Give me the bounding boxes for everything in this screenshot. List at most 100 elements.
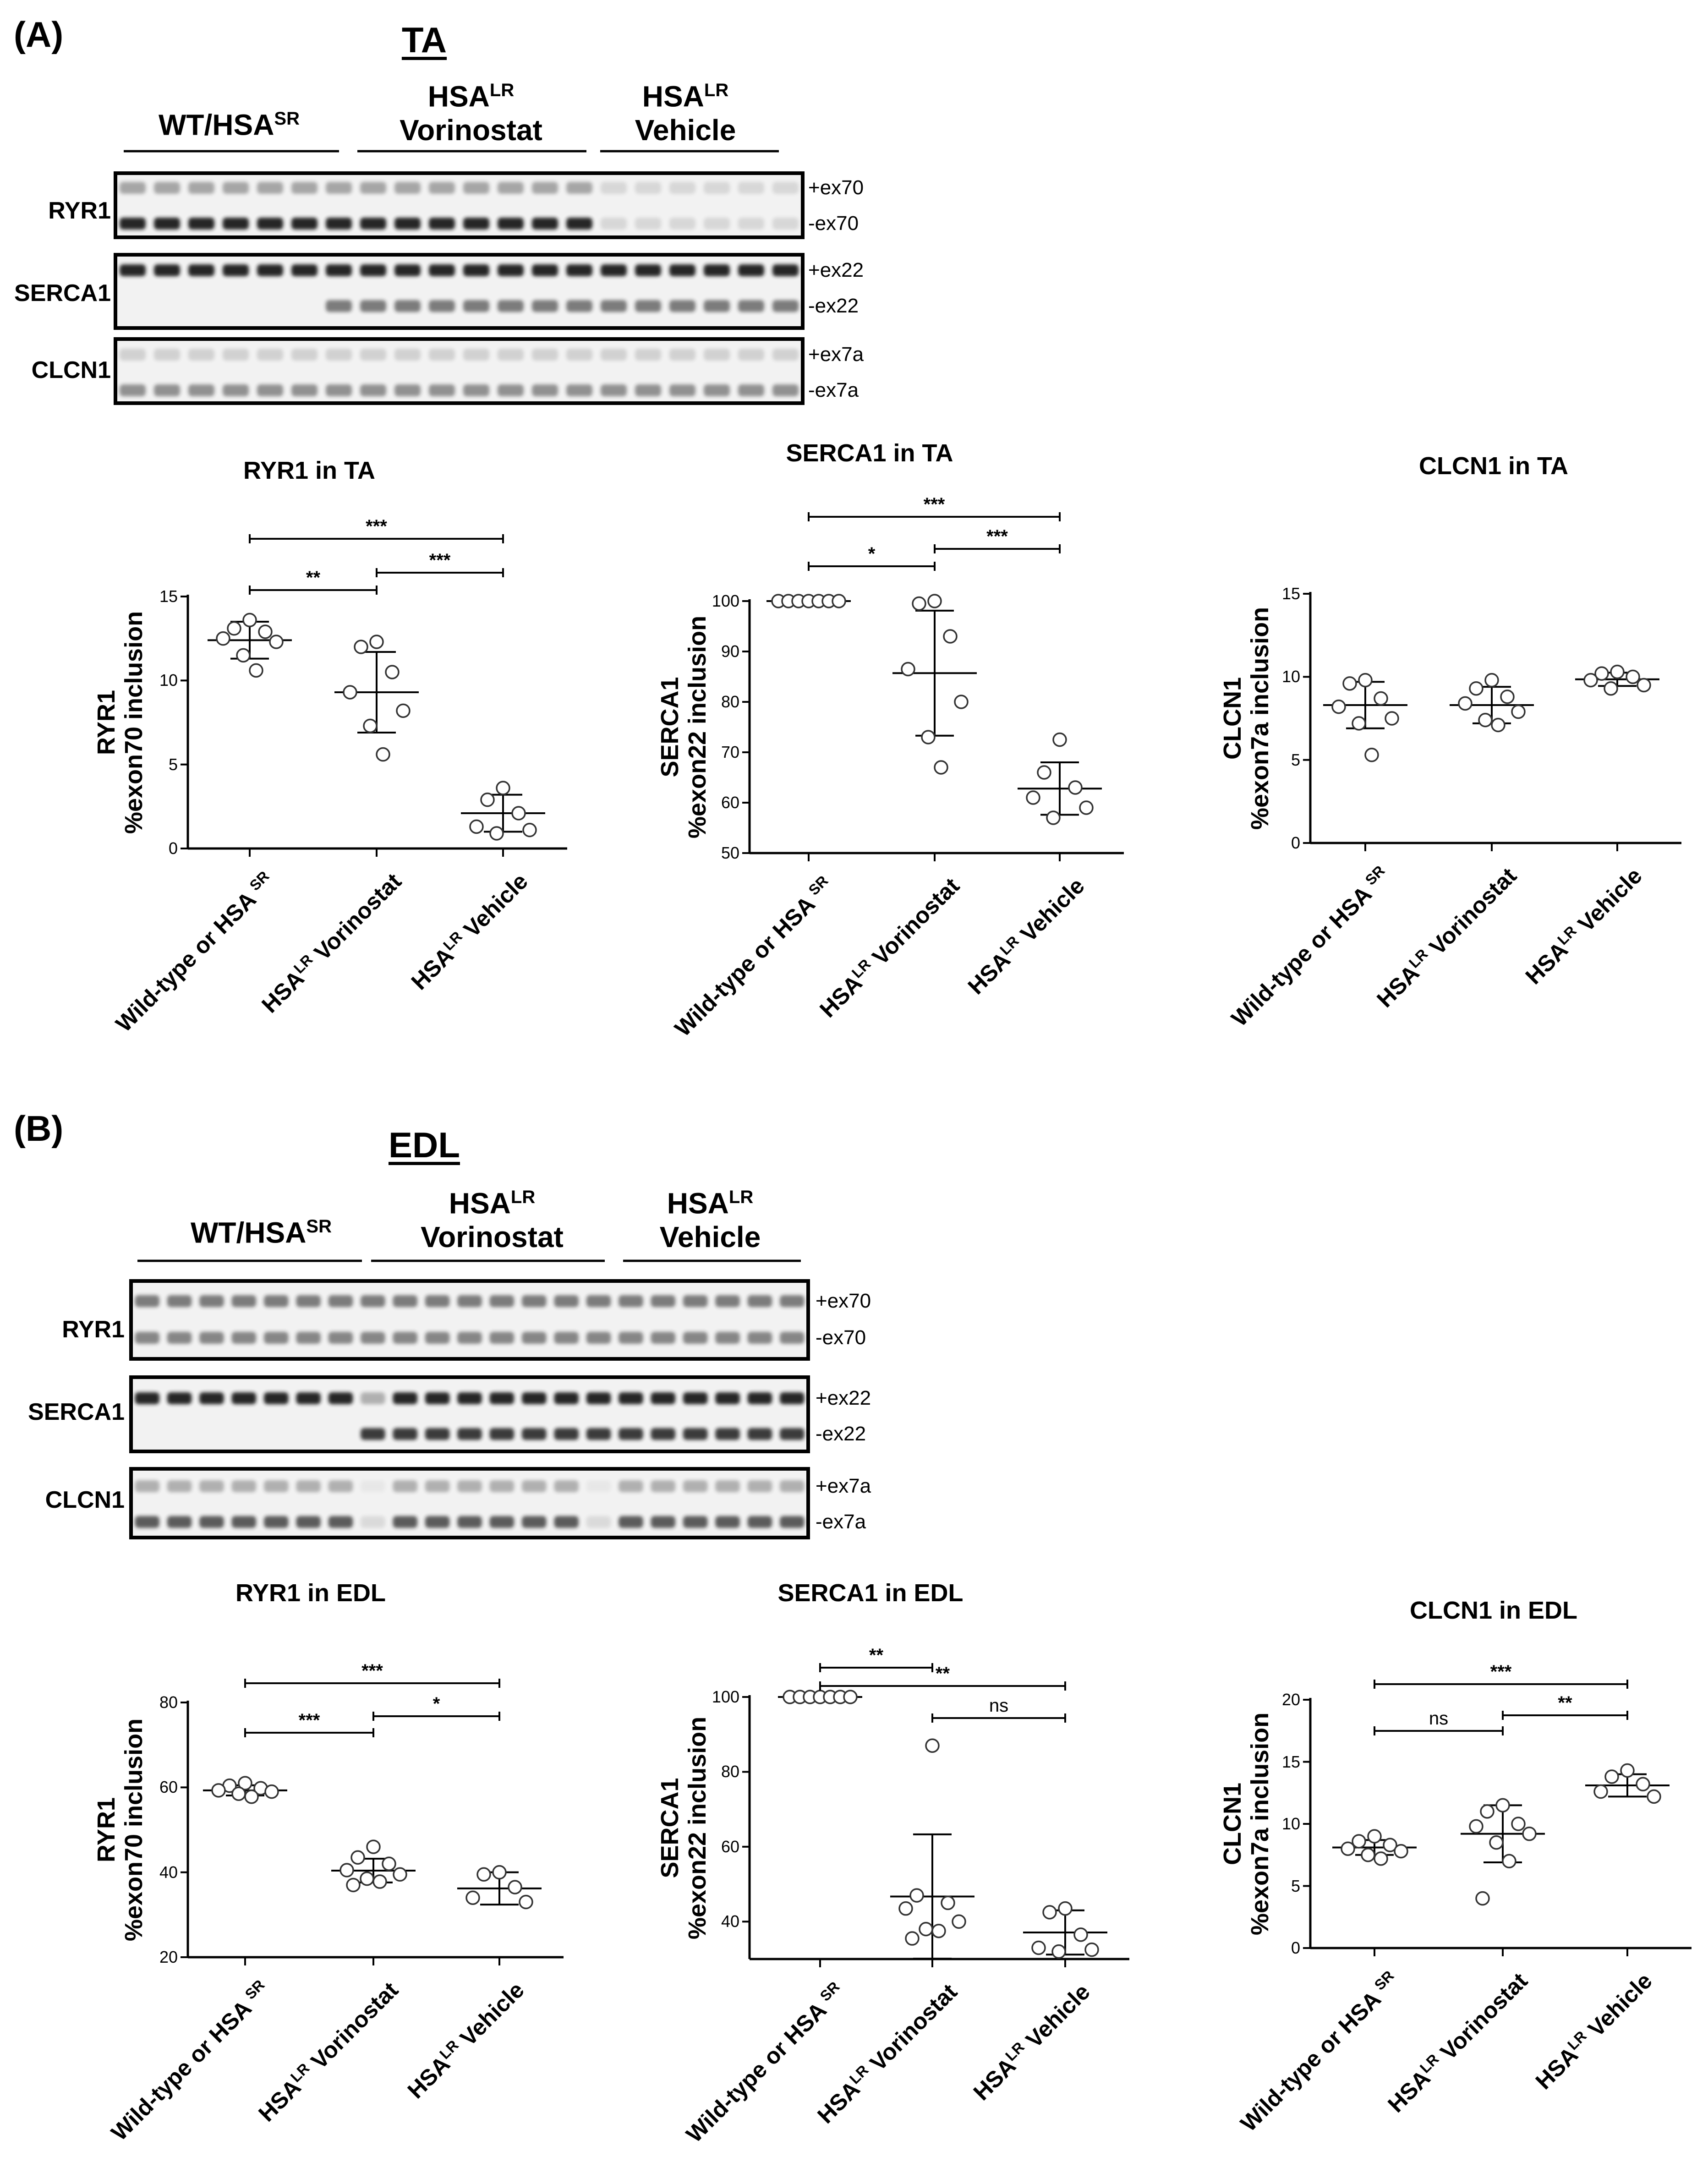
significance-label: ns [989,1696,1009,1716]
gel-band [489,1516,515,1528]
data-point [1583,673,1598,688]
data-point [1522,1826,1537,1841]
data-point [1604,681,1618,696]
gel-band [257,384,283,396]
data-point [1480,1804,1494,1819]
y-axis-label: SERCA1%exon22 inclusion [656,616,711,838]
gel-band [704,349,730,361]
data-point [238,1776,252,1790]
gel-band [772,349,799,361]
chart-title: SERCA1 in EDL [777,1579,963,1607]
data-point [1594,666,1609,681]
y-tick-label: 0 [1291,1938,1300,1957]
gel-band [738,300,764,312]
y-tick-label: 15 [1281,584,1300,603]
data-point [1042,1905,1057,1920]
gel-band [263,1392,289,1404]
gel-band [154,384,180,396]
gel-band [463,182,489,194]
gel-band [326,218,352,230]
gel-band [263,1516,289,1528]
gel-band [683,1428,708,1440]
data-point [1469,1819,1484,1834]
gel-band [715,1392,740,1404]
y-tick-label: 80 [159,1693,178,1712]
gel-band [704,182,730,194]
data-point [1647,1789,1661,1804]
gel-band [651,1392,676,1404]
gel-band [601,384,627,396]
gel-band [328,1480,353,1492]
gel-band [457,1516,482,1528]
gel-band [135,1480,159,1492]
significance-label: *** [366,516,387,536]
gel-band [223,384,249,396]
gel-band [429,218,455,230]
gel-band [135,1516,159,1528]
y-axis-label-line2: %exon7a inclusion [1246,607,1274,830]
gel-band [257,349,283,361]
gel-band [619,1428,643,1440]
gel-band [651,1295,676,1307]
gel-band [425,1428,450,1440]
chart-title: CLCN1 in EDL [1409,1597,1578,1624]
gel-band [135,1295,159,1307]
data-point [1073,1927,1088,1942]
significance-label: ** [306,568,321,588]
y-axis-label: RYR1%exon70 inclusion [93,1719,148,1941]
gel-band [223,264,249,276]
y-tick-label: 20 [159,1948,178,1966]
gel-band [683,1480,708,1492]
gel-band [522,1516,547,1528]
gel-band [619,1516,643,1528]
gel-band [635,218,661,230]
gel-band [522,1295,547,1307]
significance-label: * [432,1694,440,1714]
data-point [909,1888,924,1903]
data-point [269,635,284,649]
data-point [1051,1944,1066,1959]
y-axis-label: SERCA1%exon22 inclusion [656,1717,711,1939]
data-point [242,613,257,628]
gel-band [393,1332,417,1344]
gel-band [463,218,489,230]
y-tick-label: 40 [721,1912,739,1931]
gel-band [328,1332,353,1344]
gel-band [120,264,146,276]
band-label: -ex7a [808,379,859,401]
gel-band [780,1480,805,1492]
data-point [258,624,273,639]
gel-band [489,1428,515,1440]
data-point [1084,1942,1099,1957]
data-point [1489,1835,1504,1850]
gel-band [683,1295,708,1307]
gel-band [463,300,489,312]
gel-band [135,1392,159,1404]
data-point [1331,699,1346,714]
panel-label-b: (B) [14,1108,64,1149]
gel-band [489,1392,515,1404]
y-tick-label: 80 [721,1762,739,1781]
gel-band [429,349,455,361]
data-point [952,1914,966,1929]
band-label: -ex70 [808,212,859,235]
data-point [1383,1838,1397,1852]
chart-3 [1303,592,1681,851]
y-tick-label: 100 [712,1687,739,1706]
data-point [1079,800,1094,815]
band-label: -ex22 [808,295,859,317]
gel-band [361,1295,385,1307]
gel-band [554,1480,579,1492]
gel-band [263,1295,289,1307]
gel-band [586,1295,611,1307]
gel-band [457,1480,482,1492]
gel-band [199,1332,224,1344]
significance-label: ** [869,1645,884,1665]
data-point [1352,1834,1366,1849]
gel-band [772,384,799,396]
data-point [236,648,251,663]
gel-band [231,1480,257,1492]
y-axis-label: RYR1%exon70 inclusion [93,611,148,834]
y-tick-label: 5 [1291,1876,1300,1895]
